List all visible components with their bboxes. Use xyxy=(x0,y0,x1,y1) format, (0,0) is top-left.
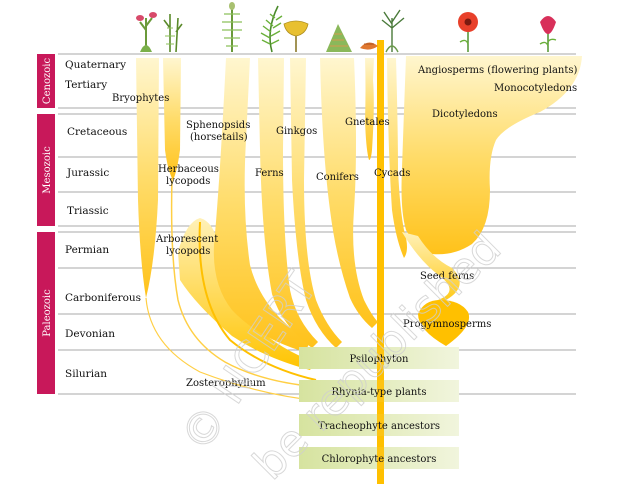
branch-zosterophyllum xyxy=(198,221,317,381)
label-zosterophyllum: Zosterophyllum xyxy=(186,378,266,389)
branch-bryophytes xyxy=(136,58,159,298)
flower-red-icon xyxy=(458,12,478,52)
period-label: Tertiary xyxy=(65,79,107,91)
conifer-cone-icon xyxy=(326,24,352,52)
cycad-plant-icon xyxy=(360,42,378,50)
label-ginkgos: Ginkgos xyxy=(276,126,317,137)
ancestor-boxes: Psilophyton Rhynia-type plants Tracheoph… xyxy=(299,347,459,469)
branch-bryophytes-link xyxy=(145,297,321,402)
label-conifers: Conifers xyxy=(316,172,359,183)
label-bryophytes: Bryophytes xyxy=(112,93,169,104)
label-monocotyledons: Monocotyledons xyxy=(494,83,577,94)
era-label: Cenozoic xyxy=(42,58,53,105)
branch-progymnosperms xyxy=(418,300,470,346)
fern-plant-icon xyxy=(260,5,283,53)
gnetales-plant-icon xyxy=(381,9,405,53)
group-labels: Bryophytes Sphenopsids (horsetails) Gink… xyxy=(112,65,578,389)
period-label: Jurassic xyxy=(66,167,109,179)
ginkgo-leaf-icon xyxy=(283,20,309,52)
trunk-stem xyxy=(377,40,384,484)
label-seed-ferns: Seed ferns xyxy=(420,271,474,282)
branch-ferns xyxy=(258,58,318,348)
lycopod-plant-icon xyxy=(163,14,183,53)
label-cycads: Cycads xyxy=(374,168,410,179)
label-arborescent: Arborescent xyxy=(155,234,218,245)
period-label: Devonian xyxy=(65,328,115,340)
era-bar-mesozoic xyxy=(37,114,55,226)
period-label: Cretaceous xyxy=(67,126,127,138)
branch-sphenopsids xyxy=(213,58,310,352)
branch-seed-ferns xyxy=(402,232,460,312)
label-progymnosperms: Progymnosperms xyxy=(403,319,491,330)
era-bars: Cenozoic Mesozoic Paleozoic xyxy=(37,54,55,394)
horsetail-plant-icon xyxy=(222,2,242,52)
label-ferns: Ferns xyxy=(255,168,284,179)
branch-herbaceous-link xyxy=(170,177,331,389)
lineage-branches xyxy=(136,56,582,402)
ancestor-label: Rhynia-type plants xyxy=(332,387,427,398)
era-bar-paleozoic xyxy=(37,232,55,394)
branch-herbaceous-lycopods xyxy=(163,58,181,180)
branch-ginkgos xyxy=(290,58,342,348)
period-label: Silurian xyxy=(65,368,107,380)
plant-icons xyxy=(136,2,557,53)
branch-cycads xyxy=(387,58,407,258)
period-label: Carboniferous xyxy=(65,292,141,304)
branch-arborescent-lycopods xyxy=(178,218,315,370)
period-label: Permian xyxy=(65,244,109,256)
period-label: Triassic xyxy=(67,205,109,217)
label-herbaceous: Herbaceous xyxy=(158,164,219,175)
label-arborescent-sub: lycopods xyxy=(166,246,210,257)
label-herbaceous-sub: lycopods xyxy=(166,176,210,187)
period-labels: Quaternary Tertiary Cretaceous Jurassic … xyxy=(65,59,141,380)
branch-conifers xyxy=(320,58,378,328)
bryophyte-plant-icon xyxy=(136,12,157,52)
era-label: Paleozoic xyxy=(42,289,53,337)
label-dicotyledons: Dicotyledons xyxy=(432,109,498,120)
era-label: Mesozoic xyxy=(42,146,53,194)
ancestor-label: Psilophyton xyxy=(350,354,410,365)
label-gnetales: Gnetales xyxy=(345,117,390,128)
label-angiosperms: Angiosperms (flowering plants) xyxy=(417,65,578,76)
label-sphenopsids-sub: (horsetails) xyxy=(190,132,248,143)
ancestor-label: Tracheophyte ancestors xyxy=(318,421,440,432)
flower-pink-icon xyxy=(539,16,557,52)
branch-angiosperms xyxy=(401,56,582,255)
era-bar-cenozoic xyxy=(37,54,55,108)
period-label: Quaternary xyxy=(65,59,126,71)
label-sphenopsids: Sphenopsids xyxy=(186,120,250,131)
branch-gnetales xyxy=(365,58,374,160)
ancestor-label: Chlorophyte ancestors xyxy=(322,454,437,465)
